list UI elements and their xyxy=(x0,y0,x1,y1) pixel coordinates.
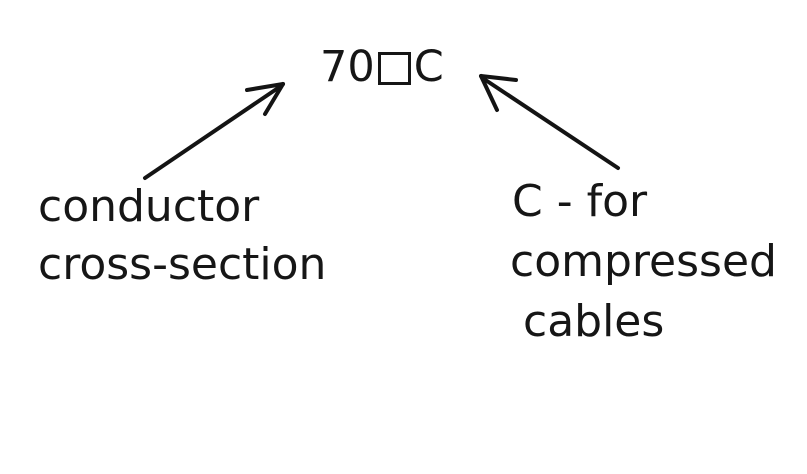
left-arrow xyxy=(143,82,285,180)
compressed-cables-line1: C - for xyxy=(512,176,648,227)
symbol-title-prefix: 70 xyxy=(320,42,375,92)
compressed-cables-line3: cables xyxy=(523,296,665,347)
compressed-cables-label: C - for compressed cables xyxy=(510,172,777,352)
conductor-cross-section-line2: cross-section xyxy=(38,239,327,290)
conductor-cross-section-line1: conductor xyxy=(38,181,260,232)
symbol-title: 70 C xyxy=(320,44,444,90)
conductor-cross-section-label: conductor cross-section xyxy=(38,178,326,294)
symbol-title-suffix: C xyxy=(413,42,444,92)
square-symbol-icon xyxy=(377,51,411,85)
right-arrow xyxy=(479,74,620,170)
compressed-cables-line2: compressed xyxy=(510,236,777,287)
